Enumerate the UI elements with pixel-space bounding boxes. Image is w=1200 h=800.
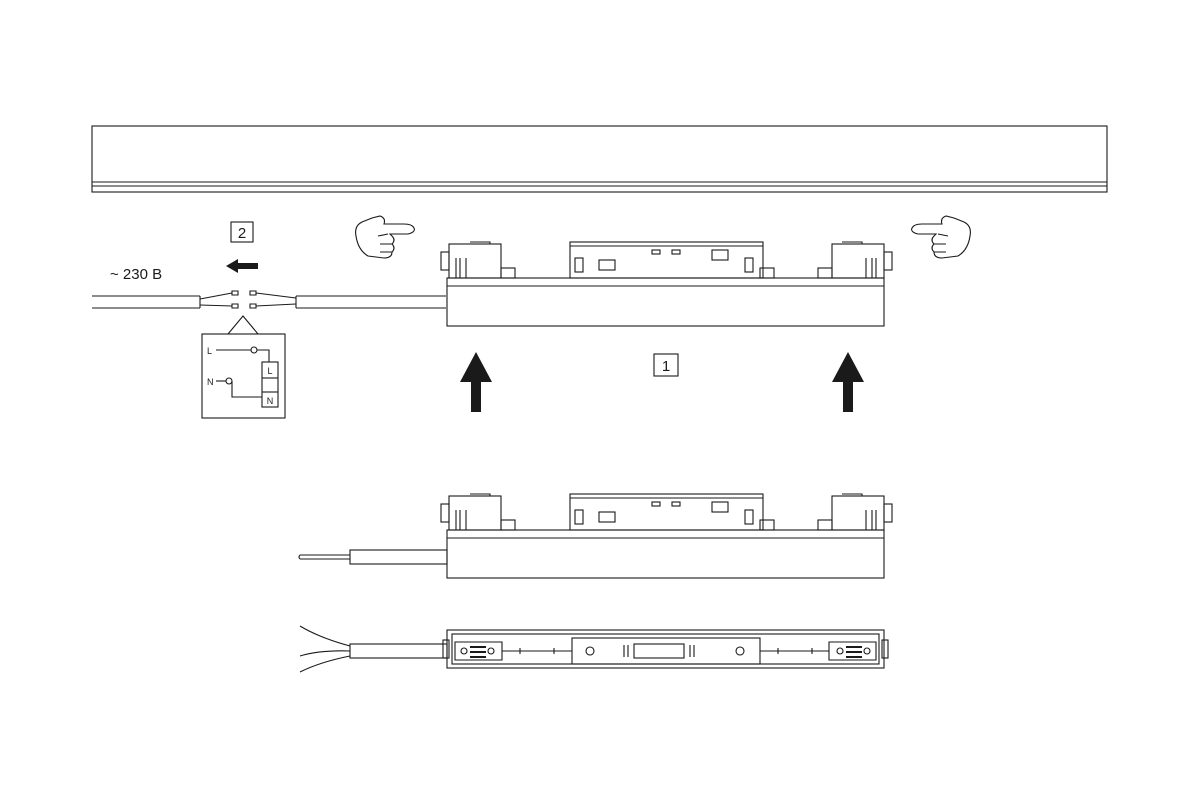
step-1-label: 1 — [662, 358, 670, 375]
step-1-box — [653, 353, 679, 377]
arrow-left-icon — [226, 259, 258, 273]
arrow-up-icon — [832, 352, 864, 412]
step-2-box — [230, 221, 254, 243]
wiring-box — [201, 333, 286, 419]
driver-module-upper — [440, 241, 893, 327]
pointing-hand-right-icon — [355, 215, 415, 259]
supply-voltage-label: ~ 230 В — [110, 266, 162, 283]
terminal-neutral-label: N — [267, 396, 274, 406]
wiring-callout-pointer — [227, 315, 259, 335]
neutral-label: N — [207, 377, 214, 387]
mounting-track — [91, 125, 1108, 193]
arrow-up-icon — [460, 352, 492, 412]
step-2-label: 2 — [238, 225, 246, 242]
driver-module-top-view — [299, 625, 889, 673]
driver-module-lower — [298, 493, 893, 579]
pointing-hand-left-icon — [911, 215, 971, 259]
supply-cable — [92, 290, 239, 309]
terminal-line-label: L — [267, 366, 272, 376]
line-label: L — [207, 346, 212, 356]
driver-cable — [249, 290, 446, 309]
